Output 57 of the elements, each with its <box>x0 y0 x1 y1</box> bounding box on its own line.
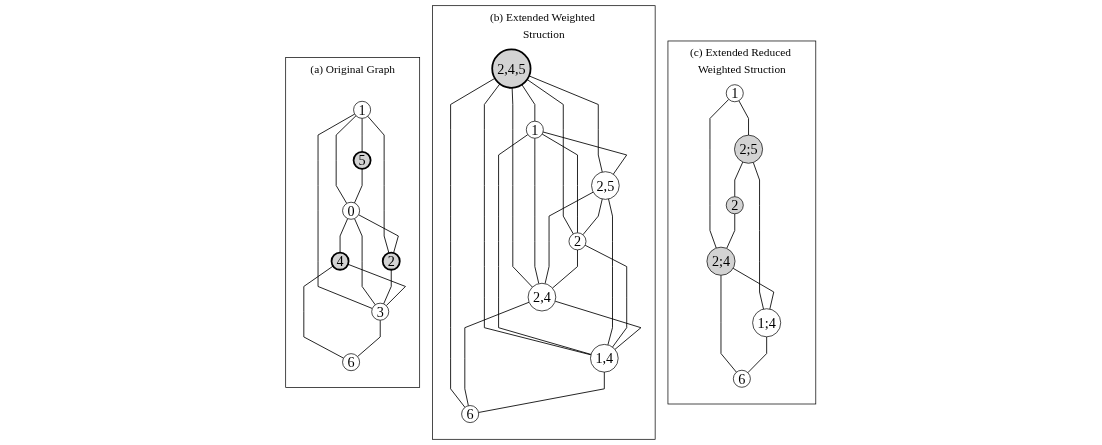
connector <box>582 198 603 236</box>
connector <box>450 77 496 408</box>
connector <box>709 98 730 249</box>
connector <box>383 269 392 305</box>
connector <box>527 79 574 235</box>
connector <box>357 319 381 357</box>
connector <box>336 115 357 204</box>
connector <box>734 161 744 198</box>
connector <box>738 100 750 136</box>
node-circle: 2;4 <box>706 246 736 276</box>
connector <box>339 218 349 254</box>
connector <box>753 162 765 310</box>
connector <box>544 191 594 285</box>
node-circle: 1,4 <box>590 344 619 373</box>
connector <box>542 131 628 175</box>
connector <box>521 84 536 122</box>
connector <box>361 117 363 153</box>
connector <box>534 137 540 285</box>
node-circle: 0 <box>342 201 361 220</box>
connector <box>528 75 603 173</box>
node-circle: 2 <box>382 251 401 271</box>
connector <box>555 300 642 350</box>
connector <box>478 371 605 413</box>
node-circle: 1 <box>526 120 544 139</box>
connector <box>354 218 376 306</box>
connector <box>347 263 407 307</box>
connector <box>747 336 768 374</box>
connector <box>484 83 592 356</box>
node-circle: 6 <box>733 369 751 388</box>
connector <box>303 265 345 359</box>
connector <box>584 244 628 348</box>
node-circle: 4 <box>330 251 350 271</box>
connector <box>511 87 534 288</box>
connector <box>726 213 736 249</box>
node-circle: 1 <box>726 84 744 103</box>
node-circle: 1;4 <box>752 308 782 338</box>
connector <box>464 301 530 407</box>
connector <box>498 134 592 355</box>
node-circle: 2 <box>726 196 744 215</box>
node-circle: 1 <box>353 100 372 119</box>
node-circle: 2;5 <box>734 134 764 164</box>
connector <box>552 249 579 289</box>
node-circle: 2 <box>568 232 587 251</box>
connector <box>542 133 579 234</box>
node-circle: 2,4,5 <box>491 48 532 89</box>
node-circle: 5 <box>352 150 372 170</box>
node-circle: 2,5 <box>591 171 620 200</box>
connector <box>358 214 400 254</box>
node-circle: 3 <box>371 302 390 321</box>
node-circle: 6 <box>461 405 480 423</box>
node-circle: 6 <box>342 353 361 372</box>
connector <box>354 168 363 204</box>
connector <box>607 198 614 346</box>
connector <box>720 274 738 373</box>
node-circle: 2,4 <box>527 282 557 312</box>
connector <box>732 267 775 310</box>
connector <box>367 115 390 254</box>
